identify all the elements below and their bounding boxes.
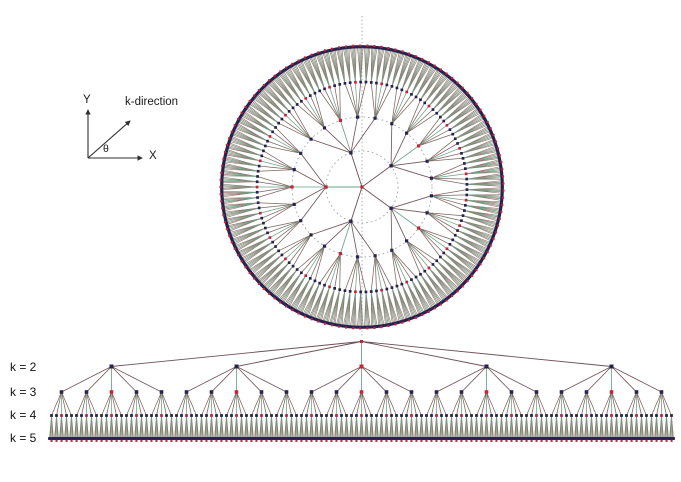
- radial-tree: [219, 16, 505, 338]
- guide-circle: [325, 150, 399, 224]
- linear-mid-edges-level-5: [51, 415, 672, 439]
- level-label-k5: k = 5: [10, 431, 37, 445]
- linear-edges-level-2: [111, 341, 612, 367]
- linear-mid-edges-level-4: [61, 392, 662, 416]
- axis-y-label: Y: [83, 94, 91, 106]
- level-label-k2: k = 2: [10, 360, 37, 374]
- guide-circle: [291, 116, 433, 258]
- radial-edges-level-4: [257, 81, 468, 293]
- radial-edges-level-2: [350, 152, 392, 222]
- radial-nodes: [219, 44, 505, 330]
- radial-edges-level-5: [221, 46, 503, 328]
- linear-nodes: [48, 340, 675, 442]
- radial-mid-edges-level-5: [222, 46, 503, 328]
- radial-mid-edges-level-3: [292, 120, 419, 254]
- k-direction-arrow: [87, 120, 131, 159]
- axis-x-label: X: [149, 150, 157, 162]
- linear-mid-edges-level-3: [111, 366, 612, 392]
- k-direction-label: k-direction: [125, 96, 179, 108]
- theta-label: θ: [103, 143, 109, 155]
- linear-tree: [48, 340, 675, 442]
- radial-mid-edges-level-4: [257, 82, 467, 292]
- linear-edges-level-3: [61, 366, 662, 393]
- axis-legend-arrows: [85, 109, 143, 161]
- level-label-k4: k = 4: [10, 408, 37, 422]
- linear-edges-level-4: [51, 391, 672, 416]
- linear-edges-level-5: [49, 415, 674, 439]
- level-label-k3: k = 3: [10, 385, 37, 399]
- radial-edges-level-3: [293, 117, 432, 257]
